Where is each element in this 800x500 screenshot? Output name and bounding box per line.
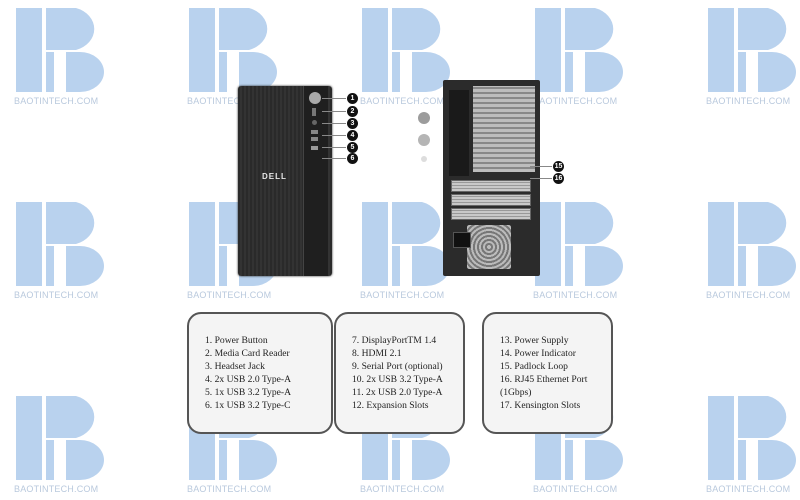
watermark-logo: BAOTINTECH.COM [360,6,450,111]
fan-grille [467,225,511,269]
power-button [309,92,321,104]
side-knob-icon [418,134,430,146]
watermark-mark-icon [362,8,450,92]
legend-item: 4. 2x USB 2.0 Type-A [205,374,292,385]
watermark-text: BAOTINTECH.COM [14,290,99,300]
callout-marker: 15 [553,161,564,172]
watermark-mark-icon [16,8,104,92]
expansion-slot [451,208,531,220]
legend-item: 5. 1x USB 3.2 Type-A [205,387,292,398]
watermark-text: BAOTINTECH.COM [706,96,791,106]
callout-marker: 1 [347,93,358,104]
pc-rear-view [443,80,540,276]
watermark-text: BAOTINTECH.COM [533,484,618,494]
front-io-panel [303,86,328,276]
watermark-text: BAOTINTECH.COM [14,96,99,106]
watermark-logo: BAOTINTECH.COM [533,200,623,305]
watermark-text: BAOTINTECH.COM [533,290,618,300]
watermark-text: BAOTINTECH.COM [360,96,445,106]
callout-marker: 3 [347,118,358,129]
legend-item: 10. 2x USB 3.2 Type-A [352,374,443,385]
legend-box-rear-power: 13. Power Supply 14. Power Indicator 15.… [482,312,613,434]
watermark-logo: BAOTINTECH.COM [14,200,104,305]
dell-logo: DELL [262,172,287,181]
legend-item: 8. HDMI 2.1 [352,348,402,359]
watermark-mark-icon [708,8,796,92]
usb-port-b [311,137,318,141]
legend-item: 15. Padlock Loop [500,361,568,372]
watermark-mark-icon [16,396,104,480]
watermark-mark-icon [362,202,450,286]
watermark-mark-icon [189,8,277,92]
media-card-slot [312,108,316,116]
callout-leader [322,158,346,159]
watermark-logo: BAOTINTECH.COM [533,6,623,111]
watermark-logo: BAOTINTECH.COM [14,394,104,499]
legend-item: 17. Kensington Slots [500,400,581,411]
watermark-logo: BAOTINTECH.COM [706,6,796,111]
legend-item: 14. Power Indicator [500,348,576,359]
legend-item: 2. Media Card Reader [205,348,290,359]
rear-io [449,90,469,176]
callout-marker: 6 [347,153,358,164]
legend-item: 9. Serial Port (optional) [352,361,443,372]
watermark-text: BAOTINTECH.COM [187,484,272,494]
headset-jack [312,120,317,125]
watermark-logo: BAOTINTECH.COM [360,200,450,305]
callout-leader [322,123,346,124]
watermark-logo: BAOTINTECH.COM [14,6,104,111]
watermark-logo: BAOTINTECH.COM [187,6,277,111]
callout-marker: 4 [347,130,358,141]
legend-box-front: 1. Power Button 2. Media Card Reader 3. … [187,312,333,434]
side-knob-icon [418,112,430,124]
legend-item: 1. Power Button [205,335,268,346]
callout-marker: 2 [347,106,358,117]
rear-vent [473,86,535,172]
watermark-text: BAOTINTECH.COM [14,484,99,494]
usb-port-c [311,146,318,150]
watermark-logo: BAOTINTECH.COM [706,200,796,305]
legend-item: (1Gbps) [500,387,532,398]
watermark-text: BAOTINTECH.COM [533,96,618,106]
callout-leader [530,166,552,167]
pc-front-view: DELL [238,86,332,276]
callout-leader [530,178,552,179]
watermark-mark-icon [708,396,796,480]
callout-leader [322,111,346,112]
callout-marker: 5 [347,142,358,153]
legend-item: 13. Power Supply [500,335,569,346]
legend-item: 3. Headset Jack [205,361,265,372]
power-supply-socket [453,232,471,248]
usb-port-a [311,130,318,134]
watermark-mark-icon [708,202,796,286]
expansion-slot [451,180,531,192]
callout-leader [322,98,346,99]
callout-leader [322,135,346,136]
watermark-logo: BAOTINTECH.COM [706,394,796,499]
watermark-text: BAOTINTECH.COM [706,290,791,300]
legend-item: 6. 1x USB 3.2 Type-C [205,400,291,411]
watermark-text: BAOTINTECH.COM [187,96,272,106]
watermark-text: BAOTINTECH.COM [706,484,791,494]
watermark-mark-icon [16,202,104,286]
legend-item: 16. RJ45 Ethernet Port [500,374,588,385]
legend-item: 12. Expansion Slots [352,400,429,411]
legend-item: 7. DisplayPortTM 1.4 [352,335,437,346]
watermark-text: BAOTINTECH.COM [360,484,445,494]
watermark-mark-icon [535,202,623,286]
callout-leader [322,147,346,148]
legend-item: 11. 2x USB 2.0 Type-A [352,387,443,398]
callout-marker: 16 [553,173,564,184]
watermark-text: BAOTINTECH.COM [360,290,445,300]
watermark-mark-icon [535,8,623,92]
legend-box-rear-io: 7. DisplayPortTM 1.4 8. HDMI 2.1 9. Seri… [334,312,465,434]
expansion-slot [451,194,531,206]
watermark-text: BAOTINTECH.COM [187,290,272,300]
side-knob-icon [421,156,427,162]
